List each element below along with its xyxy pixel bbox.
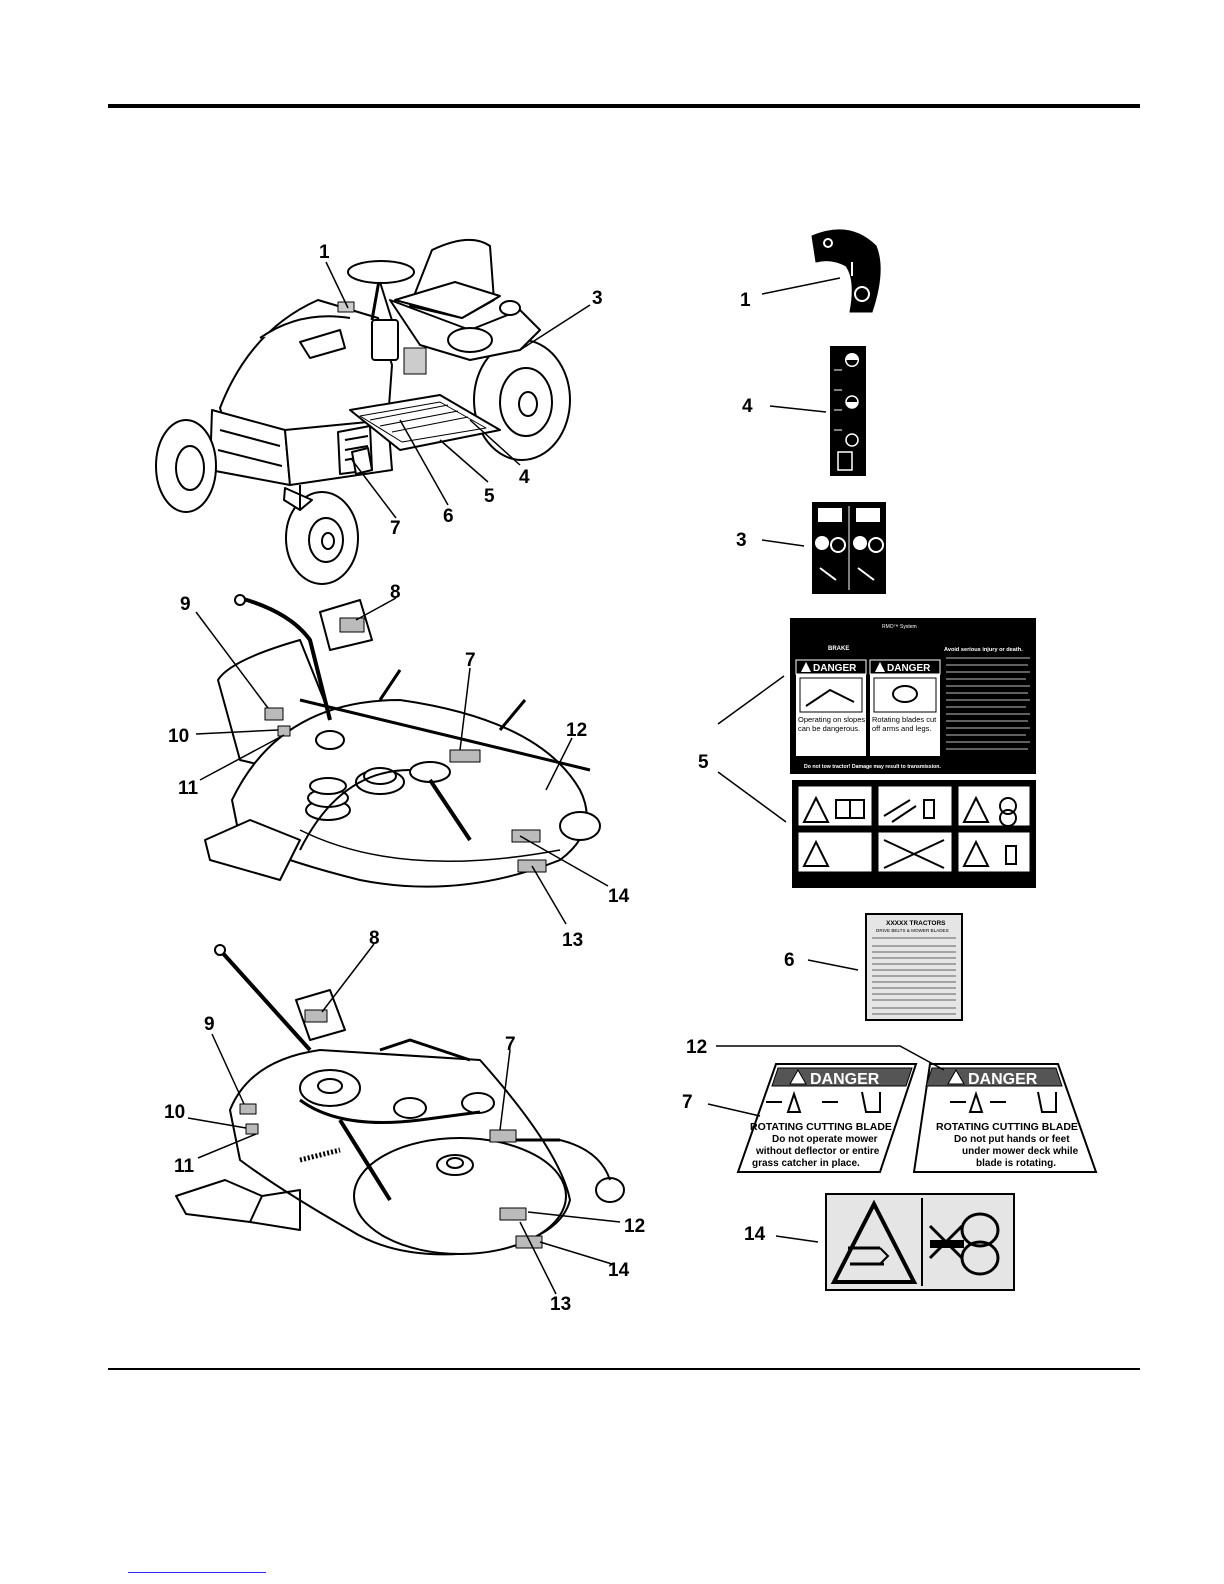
callout-tractor-3: 3 — [592, 288, 603, 309]
decal-5-brake: BRAKE — [828, 646, 849, 652]
callout-deck-bottom-8: 8 — [369, 928, 380, 949]
callout-decal-5: 5 — [698, 752, 709, 773]
decal-1-ignition: 1 — [740, 229, 881, 313]
callout-deck-top-10: 10 — [168, 726, 189, 747]
callout-deck-bottom-10: 10 — [164, 1102, 185, 1123]
decal-5-warn-2a: Rotating blades cut — [872, 715, 937, 724]
decal-12-line-1: ROTATING CUTTING BLADE — [936, 1121, 1078, 1133]
callout-decal-3: 3 — [736, 530, 747, 551]
callout-decal-14: 14 — [744, 1224, 766, 1245]
callout-decal-6: 6 — [784, 950, 795, 971]
decal-5-danger-1: DANGER — [813, 663, 857, 674]
decal-7-line-1: ROTATING CUTTING BLADE — [750, 1121, 892, 1133]
header-rule — [108, 104, 1140, 108]
decal-5-system-title: RMO™ System — [882, 624, 917, 630]
footer-rule — [108, 1368, 1140, 1370]
callout-decal-7: 7 — [682, 1092, 693, 1113]
decal-5-danger-2: DANGER — [887, 663, 931, 674]
ignition-decal-icon — [811, 229, 881, 313]
decal-7-line-4: grass catcher in place. — [752, 1158, 860, 1169]
callout-tractor-6: 6 — [443, 506, 454, 527]
callout-decal-4: 4 — [742, 396, 753, 417]
decal-7-line-2: Do not operate mower — [772, 1134, 878, 1145]
decal-12-line-4: blade is rotating. — [976, 1158, 1056, 1169]
decal-6-belts-blades: XXXXX TRACTORS DRIVE BELTS & MOWER BLADE… — [784, 913, 963, 1021]
decal-5-warn-2b: off arms and legs. — [872, 724, 931, 733]
decal-5-avoid: Avoid serious injury or death. — [944, 647, 1023, 653]
decal-5-safety: BRAKE RMO™ System DANGER DANGER Operatin… — [698, 618, 1036, 888]
callout-tractor-5: 5 — [484, 486, 495, 507]
callout-deck-top-13: 13 — [562, 930, 583, 951]
mower-deck-top-illustration — [204, 594, 601, 888]
callout-tractor-7: 7 — [390, 518, 401, 539]
callout-deck-bottom-12: 12 — [624, 1216, 645, 1237]
callout-decal-1: 1 — [740, 290, 751, 311]
callout-deck-bottom-7: 7 — [505, 1034, 516, 1055]
callout-deck-top-7: 7 — [465, 650, 476, 671]
decal-12-line-3: under mower deck while — [962, 1146, 1079, 1157]
decal-4-fuel-gauge: 4 — [742, 346, 866, 476]
decal-7-danger-word: DANGER — [810, 1071, 880, 1088]
fuel-gauge-decal-icon — [830, 346, 866, 476]
decal-7-line-3: without deflector or entire — [755, 1146, 880, 1157]
decal-12-line-2: Do not put hands or feet — [954, 1134, 1070, 1145]
decal-7-danger: DANGER ROTATING CUTTING BLADE Do not ope… — [682, 1063, 918, 1173]
warning-triangle-icon — [802, 795, 830, 823]
callout-deck-top-14: 14 — [608, 886, 630, 907]
callout-deck-top-8: 8 — [390, 582, 401, 603]
decal-6-title-2: DRIVE BELTS & MOWER BLADES — [876, 928, 949, 933]
decal-6-title-1: XXXXX TRACTORS — [886, 920, 946, 927]
decal-5-warn-1a: Operating on slopes — [798, 715, 865, 724]
callout-deck-top-9: 9 — [180, 594, 191, 615]
callout-decal-12: 12 — [686, 1037, 707, 1058]
decal-12-danger-word: DANGER — [968, 1071, 1038, 1088]
callout-deck-bottom-14: 14 — [608, 1260, 630, 1281]
decal-3-operation: 3 — [736, 502, 886, 594]
callout-tractor-4: 4 — [519, 467, 530, 488]
callout-deck-bottom-13: 13 — [550, 1294, 571, 1315]
callout-deck-top-11: 11 — [178, 778, 199, 799]
decal-12-danger: DANGER ROTATING CUTTING BLADE Do not put… — [686, 1037, 1098, 1173]
callout-deck-bottom-9: 9 — [204, 1014, 215, 1035]
footer-link-underline — [128, 1572, 266, 1573]
callout-deck-top-12: 12 — [566, 720, 587, 741]
callout-tractor-1: 1 — [319, 242, 330, 263]
callout-deck-bottom-11: 11 — [174, 1156, 195, 1177]
decal-14-blade-warning: 14 — [744, 1193, 1015, 1291]
decal-5-bottom-note: Do not tow tractor! Damage may result to… — [804, 764, 941, 770]
mower-deck-bottom-illustration — [175, 944, 625, 1256]
tractor-illustration — [155, 239, 571, 585]
decal-5-warn-1b: can be dangerous. — [798, 724, 860, 733]
